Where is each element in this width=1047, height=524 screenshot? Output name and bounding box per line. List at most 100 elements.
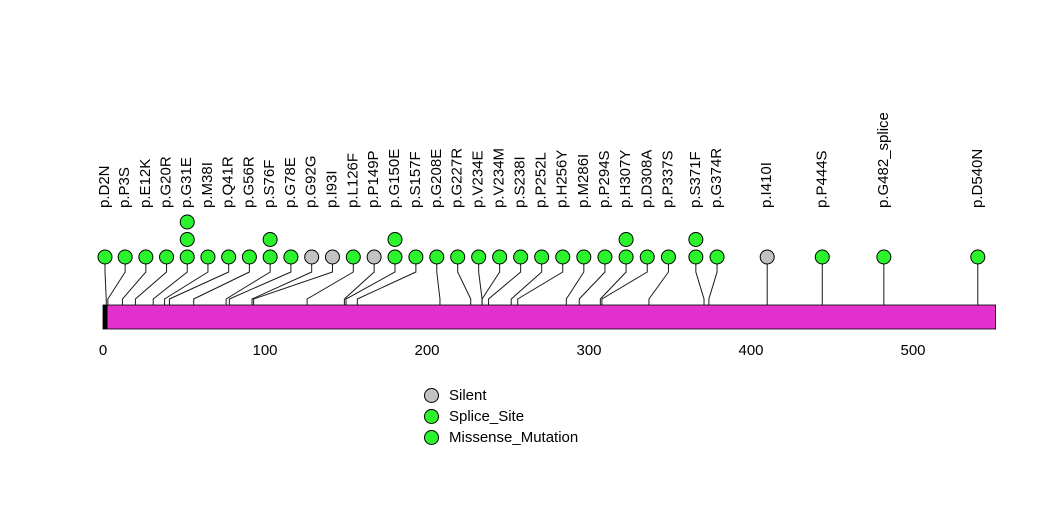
mutation-point [283, 249, 299, 265]
mutation-label: p.S76F [261, 160, 278, 208]
legend-label-silent: Silent [449, 387, 487, 404]
mutation-lollipop: p.P252L [510, 152, 550, 306]
protein-bar [102, 304, 997, 330]
protein-bar-start-cap [103, 305, 108, 329]
mutation-lollipop: p.H256Y [517, 150, 571, 306]
lollipop-stem [343, 257, 375, 306]
lollipop-stem [121, 257, 147, 306]
mutation-lollipop: p.G150E [345, 149, 403, 306]
mutation-lollipop: p.P149P [343, 150, 382, 306]
lollipop-stem [578, 257, 606, 306]
lollipop-stem [481, 257, 501, 306]
mutation-label: p.G150E [386, 149, 403, 208]
splice-site-swatch-icon [424, 409, 439, 424]
mutation-lollipop: p.G20R [134, 156, 175, 306]
mutation-label: p.P149P [365, 150, 382, 208]
legend-label-splice-site: Splice_Site [449, 408, 525, 425]
mutation-point [117, 249, 133, 265]
mutation-point [262, 232, 278, 247]
mutation-point [970, 249, 986, 265]
mutation-label: p.G227R [449, 148, 466, 208]
mutation-point [387, 249, 403, 265]
mutation-point [555, 249, 571, 265]
lollipop-stem [164, 257, 209, 306]
x-axis-tick-label: 500 [900, 342, 925, 359]
lollipop-stem [436, 257, 441, 306]
mutation-label: p.G56R [240, 156, 257, 208]
lollipop-stem [134, 257, 168, 306]
x-axis-tick-label: 0 [99, 342, 107, 359]
mutation-label: p.M38I [199, 162, 216, 208]
lollipop-stem [152, 257, 188, 306]
mutation-point [660, 249, 676, 265]
mutation-lollipop: p.S238I [488, 156, 529, 306]
mutation-lollipop: p.P294S [578, 150, 613, 306]
mutation-label: p.G374R [708, 148, 725, 208]
mutation-point [688, 249, 704, 265]
mutation-label: p.H256Y [554, 150, 571, 208]
mutation-lollipop: p.G56R [193, 156, 257, 306]
mutation-lollipop: p.S371F [687, 151, 705, 306]
lollipop-stem [168, 257, 230, 306]
mutation-lollipop: p.M38I [164, 162, 216, 306]
mutation-label: p.G482_splice [875, 112, 892, 208]
legend-item-silent: Silent [424, 388, 578, 403]
x-axis-tick-label: 400 [738, 342, 763, 359]
lollipop-stem [565, 257, 585, 306]
lollipop-stem [253, 257, 333, 306]
mutation-label: p.V234M [491, 148, 508, 208]
mutation-point [241, 249, 257, 265]
mutation-label: p.P337S [659, 150, 676, 208]
lollipop-stem [107, 257, 126, 306]
mutation-lollipop: p.S76F [225, 160, 278, 306]
mutation-label: p.V234E [470, 150, 487, 208]
mutation-label: p.E12K [137, 159, 154, 208]
mutation-lollipop: p.M286I [565, 154, 592, 306]
mutation-point [576, 249, 592, 265]
mutation-point [618, 232, 634, 247]
lollipop-stem [457, 257, 472, 306]
mutation-label: p.I93I [323, 170, 340, 208]
x-axis-tick-label: 200 [414, 342, 439, 359]
mutation-lollipop: p.E12K [121, 159, 154, 306]
mutation-label: p.G92G [303, 155, 320, 208]
mutation-point [492, 249, 508, 265]
mutation-point [534, 249, 550, 265]
mutation-point [450, 249, 466, 265]
legend-item-splice-site: Splice_Site [424, 409, 578, 424]
mutation-label: p.D308A [638, 150, 655, 208]
mutation-lollipop: p.D540N [969, 149, 986, 306]
lollipop-stem [648, 257, 669, 306]
mutation-lollipop: p.H307Y [599, 150, 634, 306]
mutation-point [513, 249, 529, 265]
mutation-label: p.S157F [407, 151, 424, 208]
mutation-point [324, 249, 340, 265]
mutation-label: p.S238I [512, 156, 529, 208]
lollipop-stem [510, 257, 543, 306]
mutation-lollipop: p.P337S [648, 150, 676, 306]
mutation-lollipop: p.I410I [758, 162, 775, 306]
mutation-point [814, 249, 830, 265]
x-axis-tick-label: 100 [252, 342, 277, 359]
lollipop-stem [517, 257, 564, 306]
mutation-point [345, 249, 361, 265]
mutation-point [262, 249, 278, 265]
mutation-point [304, 249, 320, 265]
mutation-point [97, 249, 113, 265]
mutation-lollipop: p.P3S [107, 167, 133, 306]
mutation-point [759, 249, 775, 265]
legend-label-missense: Missense_Mutation [449, 429, 579, 446]
mutation-lollipop: p.G92G [251, 155, 320, 306]
lollipop-stem [225, 257, 271, 306]
mutation-lollipop: p.G482_splice [875, 112, 892, 306]
mutation-label: p.P294S [596, 150, 613, 208]
mutation-label: p.G208E [428, 149, 445, 208]
mutation-lollipop: p.G208E [428, 149, 445, 306]
mutation-lollipop: p.D308A [601, 150, 655, 306]
mutation-point [366, 249, 382, 265]
x-axis-tick-label: 300 [576, 342, 601, 359]
lollipop-stem [601, 257, 648, 306]
mutation-point [200, 249, 216, 265]
